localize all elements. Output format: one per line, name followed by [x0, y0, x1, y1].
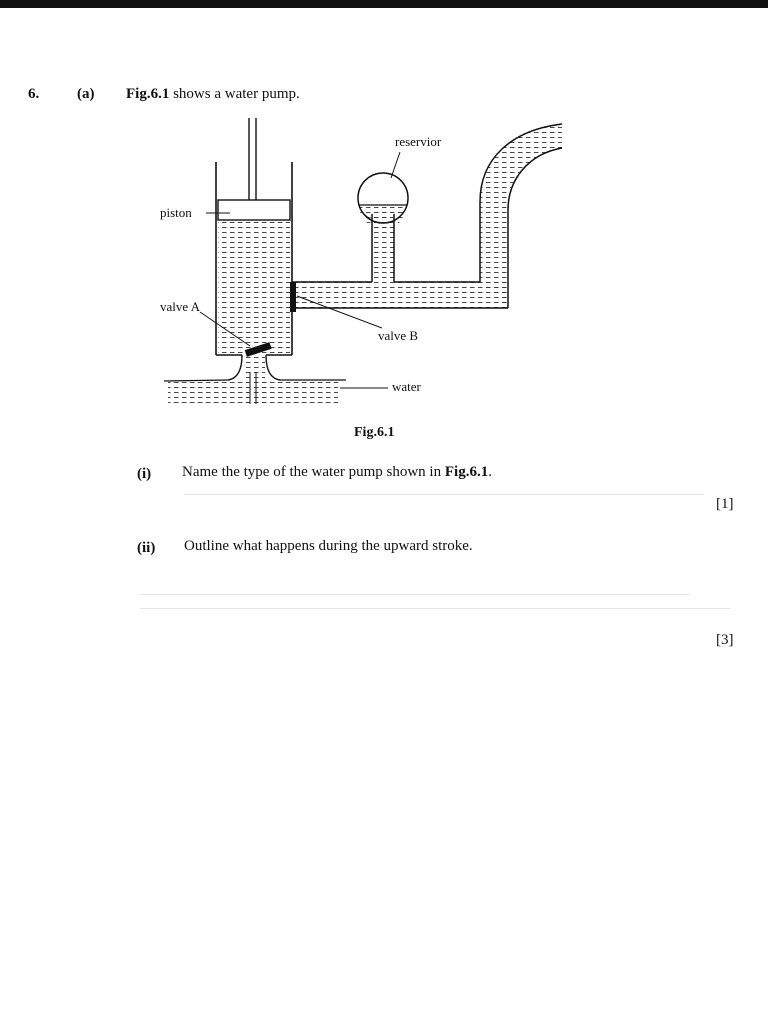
label-valve-a: valve A — [160, 299, 201, 314]
answer-line-ii-1 — [140, 594, 690, 595]
subquestion-i-end: . — [488, 464, 492, 480]
pump-cylinder — [215, 162, 293, 356]
label-water: water — [392, 379, 422, 394]
top-border-rule — [0, 0, 768, 8]
valve-b — [290, 282, 296, 312]
valve-a — [244, 342, 272, 357]
subquestion-ii-text: Outline what happens during the upward s… — [184, 538, 473, 554]
leader-valve-b — [296, 295, 383, 329]
reservoir-riser-water — [372, 215, 394, 282]
water-surface — [163, 379, 346, 382]
leader-valve-a — [199, 311, 251, 347]
intro-figure-ref: Fig.6.1 — [126, 86, 170, 102]
intro-text: shows a water pump. — [169, 86, 300, 102]
label-piston: piston — [160, 205, 192, 220]
subquestion-i-label: (i) — [137, 466, 152, 482]
reservoir-water — [359, 205, 407, 229]
label-reservoir: reservior — [395, 134, 442, 149]
marks-i: [1] — [716, 496, 734, 512]
leader-reservoir — [390, 151, 401, 179]
label-valve-b: valve B — [378, 328, 418, 343]
subquestion-i-figure-ref: Fig.6.1 — [444, 464, 489, 480]
question-part-label: (a) — [77, 86, 95, 102]
delivery-pipe-water — [293, 282, 508, 308]
answer-line-ii-2 — [140, 608, 730, 609]
figure-caption: Fig.6.1 — [354, 425, 395, 440]
question-number: 6. — [28, 86, 40, 102]
outlet-pipe — [479, 123, 563, 308]
piston-rod — [248, 118, 257, 200]
answer-line-i — [184, 494, 704, 495]
question-intro: Fig.6.1 shows a water pump. — [126, 86, 300, 103]
subquestion-ii-label: (ii) — [137, 540, 156, 556]
water-pump-diagram: piston reservior valve A valve B water — [160, 118, 563, 404]
reservoir-bulb — [357, 172, 409, 224]
marks-ii: [3] — [716, 632, 734, 648]
subquestion-i-prompt: Name the type of the water pump shown in — [182, 464, 445, 480]
cylinder-water — [218, 220, 290, 355]
outlet-pipe-water — [480, 124, 562, 308]
subquestion-i-text: Name the type of the water pump shown in… — [182, 464, 492, 481]
water-body — [168, 382, 338, 404]
piston — [217, 199, 291, 221]
